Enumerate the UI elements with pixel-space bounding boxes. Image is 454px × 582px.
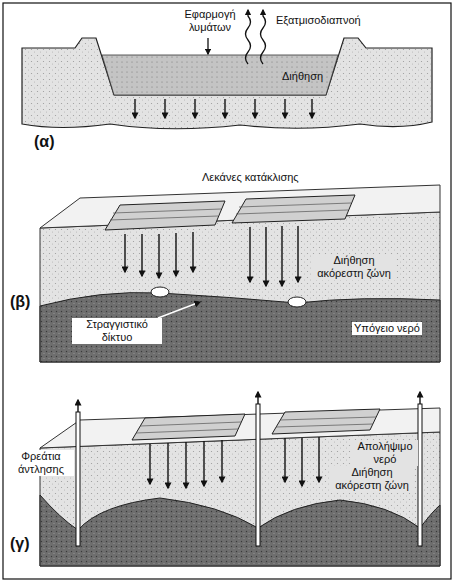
basin-panel-part (40, 293, 440, 362)
well-panel-part-part (149, 444, 150, 484)
basin-panel-part-part (297, 226, 298, 282)
panel-label: (α) (32, 132, 57, 151)
basin-panel-part-part (239, 203, 351, 207)
basin-panel-part-part (141, 234, 142, 276)
basin-panel-part-part (265, 227, 266, 286)
trench-panel-part (246, 10, 251, 64)
trench-panel-part (261, 10, 266, 64)
well-panel-part-part (76, 412, 80, 546)
well-panel-part-part (185, 442, 186, 488)
basin-panel-part-part (236, 210, 348, 214)
part-label: Στραγγιστικό δίκτυο (72, 318, 162, 344)
well-panel-part-part (203, 441, 204, 486)
panel-label: (γ) (8, 534, 32, 553)
trench-panel-part-part (194, 99, 195, 118)
well-panel-part (40, 432, 440, 566)
basin-panel-part (40, 212, 440, 362)
trench-panel-part (207, 38, 208, 54)
well-panel-part (272, 409, 380, 434)
flow-label: Εφαρμογή λυμάτων (178, 8, 242, 34)
part-label: Λεκάνες κατάκλισης (200, 171, 301, 184)
basin-panel-part-part (281, 226, 282, 286)
flow-label: Απολήψιμο νερό (352, 440, 418, 466)
basin-panel-part (151, 287, 169, 297)
well-panel-part (78, 392, 420, 412)
well-panel-part-part (419, 392, 420, 404)
well-panel-part-part (257, 392, 258, 404)
trench-panel-part (102, 55, 338, 95)
basin-panel-part-part (249, 227, 250, 282)
basin-panel-part-part (110, 216, 218, 220)
well-panel-part-part (284, 438, 285, 482)
well-panel-part-part (318, 437, 319, 482)
basin-panel-part (105, 201, 225, 230)
well-panel-part-part (256, 404, 260, 546)
trench-panel-part-part (164, 99, 165, 118)
well-panel-part-part (136, 429, 238, 433)
zone-label: Υπόγειο νερό (352, 322, 422, 335)
well-panel-part-part (301, 438, 302, 486)
well-panel (40, 392, 440, 566)
well-panel-part (76, 404, 422, 546)
basin-panel-part (125, 226, 298, 286)
trench-panel-part-part (311, 99, 312, 118)
zone-label: Διήθηση ακόρεστη ζώνη (330, 466, 414, 492)
basin-panel-part (288, 297, 306, 307)
basin-panel (40, 185, 440, 362)
well-panel-part-part (140, 422, 241, 426)
well-panel-part-part (276, 424, 373, 427)
well-panel-part (150, 437, 319, 488)
basin-panel-part-part (192, 232, 193, 272)
flow-label: Διήθηση (280, 70, 325, 83)
trench-panel-part (22, 38, 432, 129)
well-panel-part-part (167, 443, 168, 488)
basin-panel-part-part (175, 233, 176, 276)
trench-panel-part-part (284, 99, 285, 118)
well-panel-part-part (77, 400, 78, 412)
trench-panel-part-part (254, 99, 255, 118)
part-label: Φρεάτια άντλησης (8, 450, 74, 476)
well-panel-part-part (221, 440, 222, 482)
well-panel-part (40, 495, 440, 566)
well-panel-part (132, 414, 245, 440)
trench-panel-part-part (224, 99, 225, 118)
well-panel-part-part (418, 404, 422, 546)
zone-label: Διήθηση ακόρεστη ζώνη (312, 254, 396, 280)
frame-border (3, 3, 451, 579)
panel-label: (β) (8, 292, 32, 311)
basin-panel-part-part (113, 209, 221, 213)
basin-panel-part-part (158, 234, 159, 278)
flow-label: Εξατμισοδιαπνοή (274, 14, 363, 27)
basin-panel-part (40, 185, 440, 228)
basin-panel-part-part (124, 234, 125, 272)
well-panel-part-part (280, 417, 376, 420)
trench-panel-part (135, 99, 312, 118)
basin-panel-part (232, 195, 355, 223)
basin-panel-part (110, 203, 351, 220)
basin-panel-part (158, 302, 200, 318)
trench-panel-part-part (134, 99, 135, 118)
